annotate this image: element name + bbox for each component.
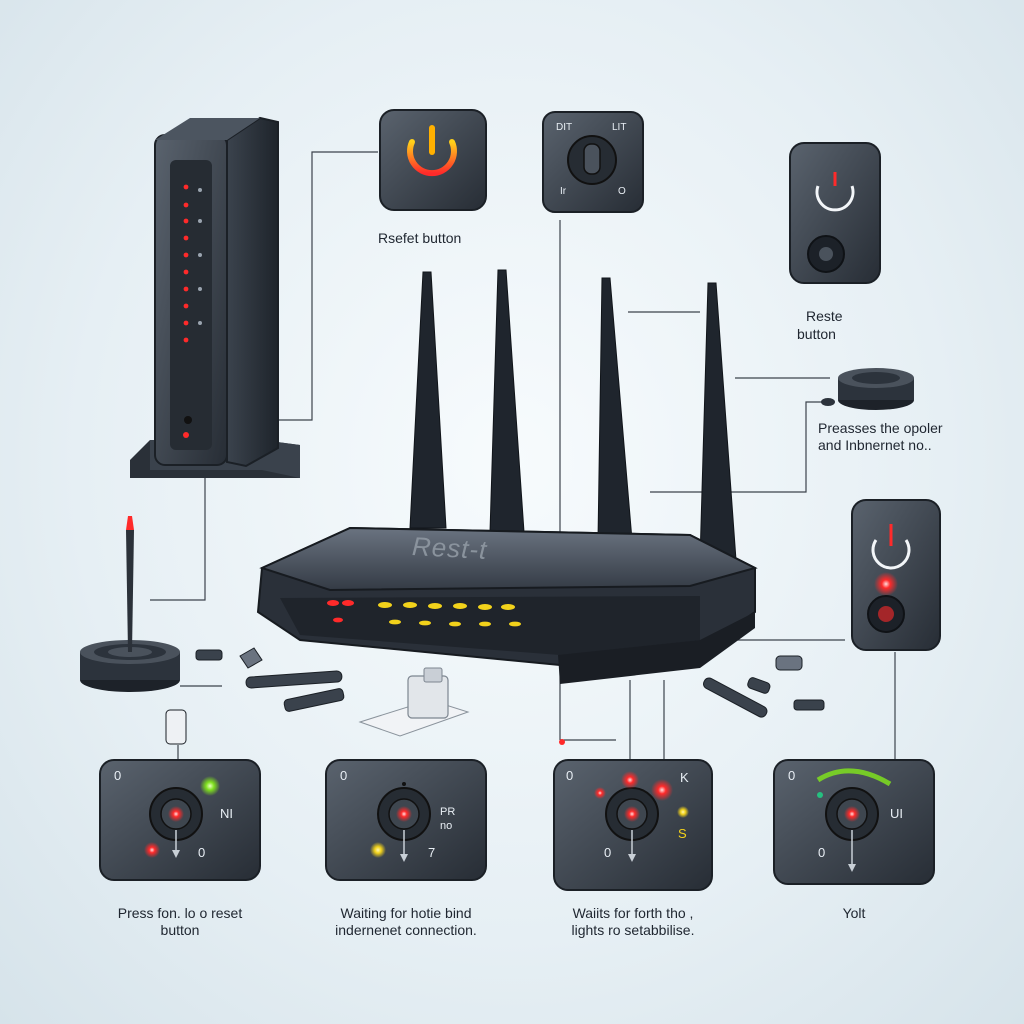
step-card-1: [99, 759, 261, 881]
step2-caption-line1: Waiting for hotie bind: [340, 905, 472, 921]
router-face-label: Rest-t: [411, 531, 489, 565]
step3-caption-line2: lights ro setabbilise.: [571, 922, 695, 938]
step4-caption-line1: Yolt: [842, 905, 866, 921]
step-card-3: [553, 759, 713, 891]
press-power-label-line2: and Inbnernet no..: [818, 437, 932, 453]
step2-bottom-mark: 7: [428, 845, 436, 860]
step1-side-mark: NI: [220, 806, 233, 821]
step4-side-mark: UI: [890, 806, 903, 821]
step2-side-mark-line1: PR: [440, 806, 456, 818]
switch-mark-top-left: DIT: [556, 122, 573, 133]
modem-tower: [130, 116, 300, 478]
reset-pin-stand: [80, 516, 180, 692]
switch-mark-top-right: LIT: [612, 122, 627, 133]
step1-corner-mark: 0: [114, 768, 122, 783]
switch-card: [542, 111, 644, 213]
step2-corner-mark: 0: [340, 768, 348, 783]
step4-bottom-mark: 0: [818, 845, 826, 860]
step1-caption-line1: Press fon. lo o reset: [117, 905, 243, 921]
step-card-2: [325, 759, 487, 881]
router-leds: [327, 600, 521, 627]
loose-parts: [165, 647, 825, 745]
modem-leds: [183, 184, 202, 438]
step1-caption-line2: button: [160, 922, 200, 938]
step1-bottom-mark: 0: [198, 845, 206, 860]
power-button-card: [379, 109, 487, 211]
step2-side-mark-line2: no: [440, 820, 453, 832]
reset-card-right: [851, 499, 941, 651]
switch-mark-bottom-left: Ir: [560, 186, 567, 197]
router-antennas: [409, 269, 737, 561]
router-body: [256, 526, 758, 684]
step3-side-mark: K: [680, 770, 689, 785]
reset-button-label-right-line1: Reste: [806, 308, 843, 324]
step-card-4: [773, 759, 935, 885]
reset-button-label-top: Rsefet button: [378, 230, 462, 246]
step2-caption-line2: indernenet connection.: [335, 922, 477, 938]
step4-corner-mark: 0: [788, 768, 796, 783]
step3-side-mark-2: S: [678, 826, 687, 841]
reset-button-label-right-line2: button: [797, 326, 836, 342]
power-adapter: [358, 667, 470, 737]
step3-corner-mark: 0: [566, 768, 574, 783]
reset-button-puck: [821, 368, 914, 410]
step3-caption-line1: Waiits for forth tho ,: [572, 905, 694, 921]
step3-bottom-mark: 0: [604, 845, 612, 860]
press-power-label-line1: Preasses the opoler: [818, 420, 943, 436]
reset-card-top-right: [789, 142, 881, 284]
switch-mark-bottom-right: O: [618, 186, 626, 197]
